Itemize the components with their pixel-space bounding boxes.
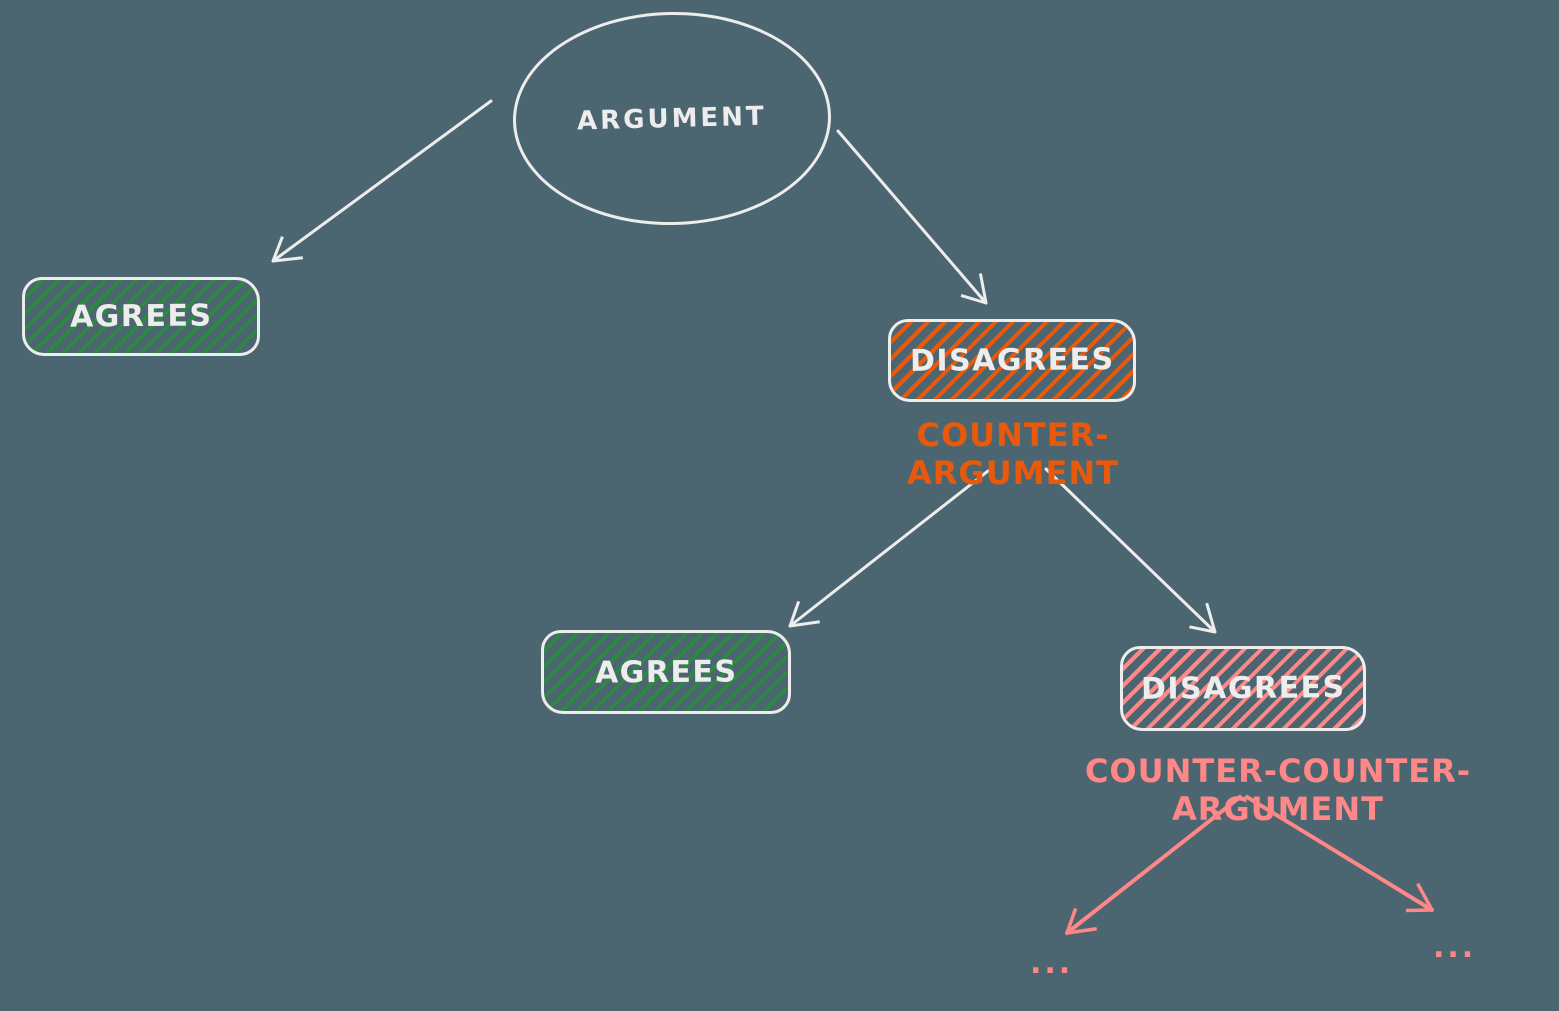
node-agrees-top: AGREES: [22, 277, 260, 356]
node-argument-label: ARGUMENT: [576, 101, 768, 136]
ellipsis-left: ...: [1030, 946, 1074, 981]
arrow-counterargument-to-agrees: [788, 469, 990, 628]
node-disagrees-top: DISAGREES: [888, 319, 1136, 402]
arrow-counterargument-to-disagrees: [1044, 467, 1217, 634]
node-agrees-mid-label: AGREES: [594, 653, 738, 691]
node-disagrees-mid-label: DISAGREES: [1140, 670, 1346, 707]
node-agrees-top-label: AGREES: [69, 298, 213, 335]
node-disagrees-top-label: DISAGREES: [909, 342, 1115, 379]
counter-argument-caption: COUNTER-ARGUMENT: [907, 416, 1119, 492]
arrow-argument-to-agrees: [271, 99, 493, 263]
node-agrees-mid: AGREES: [541, 630, 791, 714]
node-disagrees-mid: DISAGREES: [1120, 646, 1366, 731]
arrow-argument-to-disagrees: [836, 129, 988, 305]
node-argument: ARGUMENT: [511, 9, 833, 228]
ellipsis-right: ...: [1433, 930, 1477, 965]
counter-counter-argument-caption: COUNTER-COUNTER-ARGUMENT: [1084, 752, 1472, 828]
